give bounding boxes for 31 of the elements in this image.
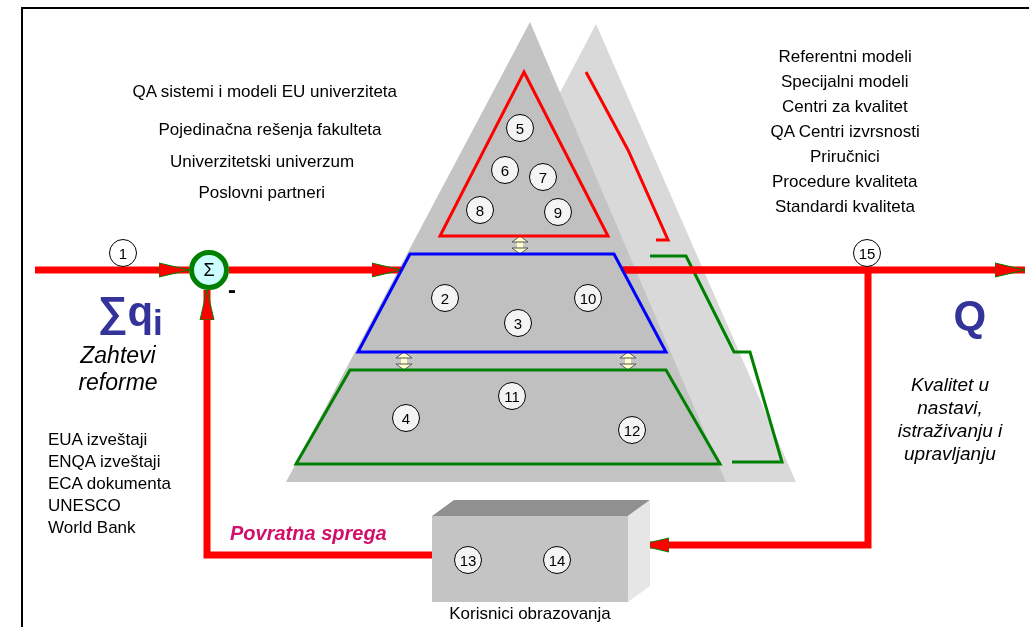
trapezoid-tier: [358, 254, 666, 352]
text-label: Priručnici: [810, 147, 880, 167]
arrow: [622, 266, 872, 553]
symbol-label: ∑q$_{i}$: [97, 288, 163, 344]
text-label: Centri za kvalitet: [782, 97, 908, 117]
arrow: [229, 262, 402, 278]
text-label: Pojedinačna rešenja fakulteta: [158, 120, 382, 140]
edge-number: 1: [109, 239, 137, 267]
text-label: EUA izveštaji: [48, 430, 148, 450]
text-label: World Bank: [48, 518, 136, 538]
text-label: Poslovni partneri: [198, 183, 326, 203]
arrow: [199, 289, 432, 559]
trapezoid-tier: [296, 370, 720, 464]
block-caption: Korisnici obrazovanja: [448, 604, 612, 624]
text-label: Standardi kvaliteta: [775, 197, 915, 217]
text-label: QA Centri izvrsnosti: [770, 122, 920, 142]
symbol-label: Q: [953, 292, 987, 340]
text-label: Procedure kvaliteta: [772, 172, 918, 192]
text-label: Referentni modeli: [778, 47, 912, 67]
text-label: Kvalitet u nastavi, istraživanju i upravljanju: [896, 373, 1004, 465]
summing-junction: Σ: [189, 250, 229, 290]
text-label: QA sistemi i modeli EU univerziteta: [132, 82, 398, 102]
triangle-tier: [440, 72, 608, 236]
text-label: Univerzitetski univerzum: [170, 152, 355, 172]
text-label: ECA dokumenta: [48, 474, 171, 494]
text-label: Zahtevi reforme: [77, 342, 159, 396]
text-label: ENQA izveštaji: [48, 452, 161, 472]
text-label: -: [228, 276, 236, 304]
text-label: Specijalni modeli: [781, 72, 909, 92]
text-label: UNESCO: [48, 496, 121, 516]
edge-number: 15: [853, 239, 881, 267]
